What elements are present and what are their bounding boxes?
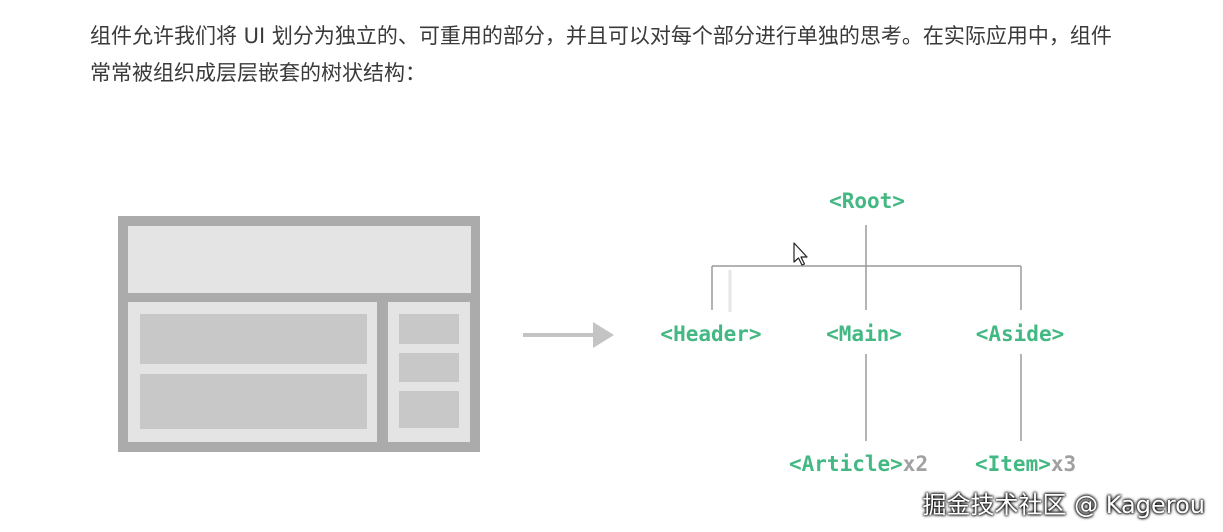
wireframe-item-3 xyxy=(399,391,459,428)
item-count: x3 xyxy=(1051,452,1076,476)
node-item-line: <Item>x3 xyxy=(975,452,1076,476)
intro-paragraph: 组件允许我们将 UI 划分为独立的、可重用的部分，并且可以对每个部分进行单独的思… xyxy=(90,24,1112,85)
watermark: 掘金技术社区 @ Kagerou xyxy=(922,491,1205,519)
wireframe-item-2 xyxy=(399,353,459,382)
node-article-line: <Article>x2 xyxy=(789,452,928,476)
layout-wireframe xyxy=(118,216,480,452)
article-count: x2 xyxy=(903,452,928,476)
tree-nodes: <Root> <Header> <Main> <Aside> <Article>… xyxy=(660,189,1076,476)
node-item: <Item> xyxy=(975,452,1051,476)
wireframe-article-1 xyxy=(140,314,367,364)
tree-connectors xyxy=(711,225,1022,441)
wireframe-item-1 xyxy=(399,314,459,344)
wireframe-article-2 xyxy=(140,374,367,429)
node-header: <Header> xyxy=(660,322,761,346)
node-aside: <Aside> xyxy=(976,322,1065,346)
node-root: <Root> xyxy=(829,189,905,213)
node-main: <Main> xyxy=(826,322,902,346)
wireframe-header xyxy=(128,226,471,293)
right-arrow-icon xyxy=(523,322,614,348)
node-article: <Article> xyxy=(789,452,903,476)
mouse-cursor-icon xyxy=(793,242,808,266)
